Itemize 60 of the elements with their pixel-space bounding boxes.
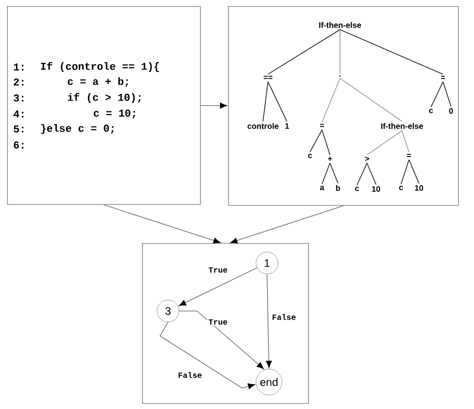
tree-line [408, 159, 420, 184]
tree-label: c [308, 154, 312, 158]
tree-label: + [328, 156, 332, 161]
code-line: c = a + b; [68, 77, 128, 87]
tree-line [340, 29, 444, 75]
tree-label: If-then-else [381, 123, 424, 129]
tree-label: > [365, 156, 369, 161]
tree-line [366, 162, 376, 185]
tree-line [402, 130, 410, 153]
line-number: 5: [14, 125, 24, 132]
tree-label: b [336, 185, 340, 191]
tree-label: 0 [449, 108, 453, 114]
tree-line [400, 159, 410, 184]
tree-line [268, 81, 288, 122]
edge-label: False [177, 371, 203, 379]
arrow [200, 102, 227, 109]
tree-label: = [320, 124, 324, 127]
tree-label: = [407, 154, 411, 157]
tree-label: If-then-else [319, 22, 362, 28]
arrow [178, 310, 264, 369]
code-line: if (c > 10); [68, 93, 141, 103]
arrow [266, 274, 272, 368]
arrow [159, 322, 255, 390]
tree-line [310, 129, 322, 152]
tree-label: 10 [415, 185, 424, 191]
tree-line [322, 78, 340, 123]
tree-label: a [320, 186, 324, 190]
tree-label: == [264, 76, 272, 79]
edge-label: False [271, 313, 297, 321]
line-number: 4: [14, 110, 24, 118]
arrow [230, 205, 344, 244]
line-number: 2: [14, 78, 24, 86]
tree-line [442, 81, 452, 107]
arrow [104, 204, 220, 244]
tree-line [340, 78, 402, 122]
tree-label: controle [248, 123, 278, 129]
tree-label: c [429, 108, 433, 114]
tree-line [322, 162, 330, 184]
tree-line [330, 162, 338, 184]
tree-line [262, 81, 268, 122]
code-line: }else c = 0; [41, 124, 114, 134]
tree-line [322, 129, 330, 156]
code-line: If (controle == 1){ [41, 62, 159, 72]
tree-line [268, 29, 340, 75]
tree-label: 1 [285, 123, 289, 129]
line-number: 6: [14, 141, 24, 149]
tree-line [366, 130, 402, 156]
tree-label: c [355, 186, 359, 192]
line-number: 1: [14, 64, 24, 70]
arrow [179, 267, 258, 306]
panel [228, 6, 459, 206]
panel [142, 243, 309, 404]
tree-label: c [399, 186, 403, 190]
line-number: 3: [14, 94, 24, 102]
tree-label: = [441, 76, 445, 79]
tree-line [430, 81, 444, 108]
tree-line [356, 162, 368, 186]
code-line: c = 10; [94, 110, 136, 118]
tree-label: 10 [372, 186, 380, 192]
tree-label: . [339, 75, 341, 77]
